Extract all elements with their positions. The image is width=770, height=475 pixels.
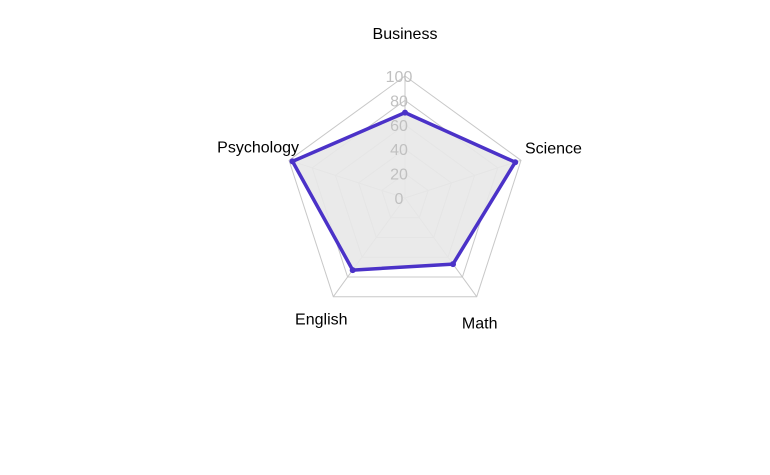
series-polygon <box>290 110 517 272</box>
data-point-business <box>402 109 408 116</box>
radar-series <box>289 109 519 274</box>
tick-label: 40 <box>390 142 408 159</box>
axis-label-business: Business <box>373 26 438 43</box>
axis-label-psychology: Psychology <box>217 139 299 156</box>
data-point-science <box>512 159 519 166</box>
tick-label: 20 <box>390 167 408 184</box>
axis-label-science: Science <box>525 140 582 157</box>
axis-label-math: Math <box>462 316 498 333</box>
data-point-psychology <box>289 158 296 165</box>
data-point-english <box>349 267 356 274</box>
axis-label-english: English <box>295 312 347 329</box>
tick-label: 80 <box>390 93 408 110</box>
tick-label: 100 <box>386 69 413 86</box>
data-point-math <box>450 261 456 268</box>
radial-tick-labels: 0 20 40 60 80 100 <box>386 69 413 208</box>
grid-ring <box>288 75 522 298</box>
tick-label: 60 <box>390 118 408 135</box>
tick-label: 0 <box>395 191 404 208</box>
